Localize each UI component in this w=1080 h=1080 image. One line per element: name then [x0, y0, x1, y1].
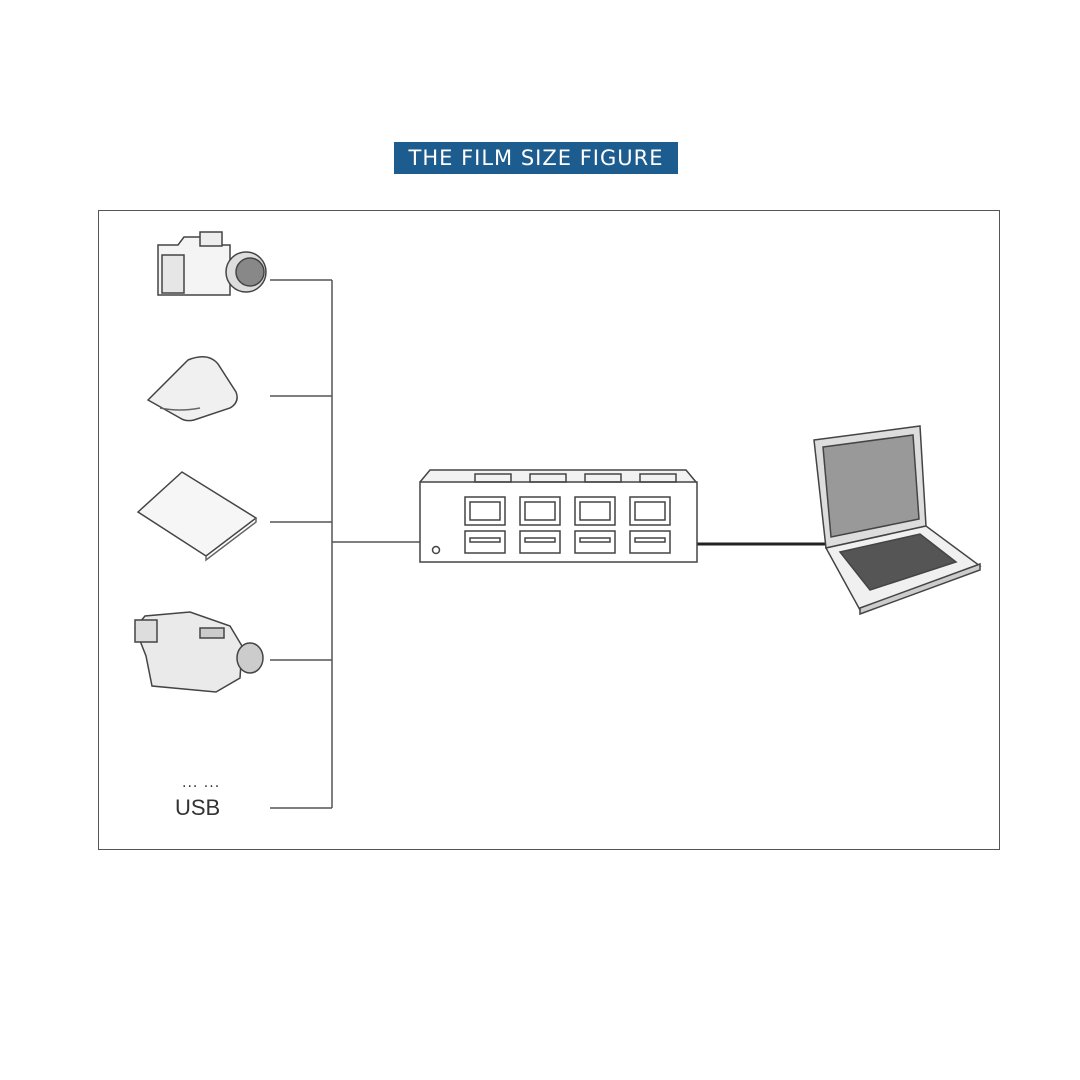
- hub-switch-face: [579, 501, 611, 521]
- usb-port: [629, 530, 671, 554]
- hub-top-slot: [529, 473, 567, 483]
- hub-switch: [464, 496, 506, 526]
- more-devices-ellipsis: ... ...: [182, 775, 221, 791]
- hub-switch: [629, 496, 671, 526]
- scanner-icon: [146, 356, 238, 422]
- hub-switch: [574, 496, 616, 526]
- connector-lines: [270, 279, 830, 809]
- usb-hub: [419, 469, 698, 563]
- usb-label: USB: [175, 795, 221, 820]
- hub-switch: [519, 496, 561, 526]
- usb-port-slot: [634, 537, 666, 543]
- camera-icon: [157, 231, 267, 296]
- hub-switch-face: [524, 501, 556, 521]
- camcorder-icon: [134, 611, 264, 693]
- usb-port: [519, 530, 561, 554]
- usb-port: [574, 530, 616, 554]
- laptop-icon: [813, 425, 982, 616]
- hub-top-slot: [584, 473, 622, 483]
- hub-switch-face: [469, 501, 501, 521]
- usb-port-slot: [469, 537, 501, 543]
- tablet-icon: [136, 471, 258, 562]
- hub-switch-face: [634, 501, 666, 521]
- diagram-title: THE FILM SIZE FIGURE: [394, 142, 678, 174]
- usb-port: [464, 530, 506, 554]
- diagram-frame: [98, 210, 1000, 850]
- hub-top-slot: [639, 473, 677, 483]
- usb-port-slot: [579, 537, 611, 543]
- hub-top-slot: [474, 473, 512, 483]
- usb-port-slot: [524, 537, 556, 543]
